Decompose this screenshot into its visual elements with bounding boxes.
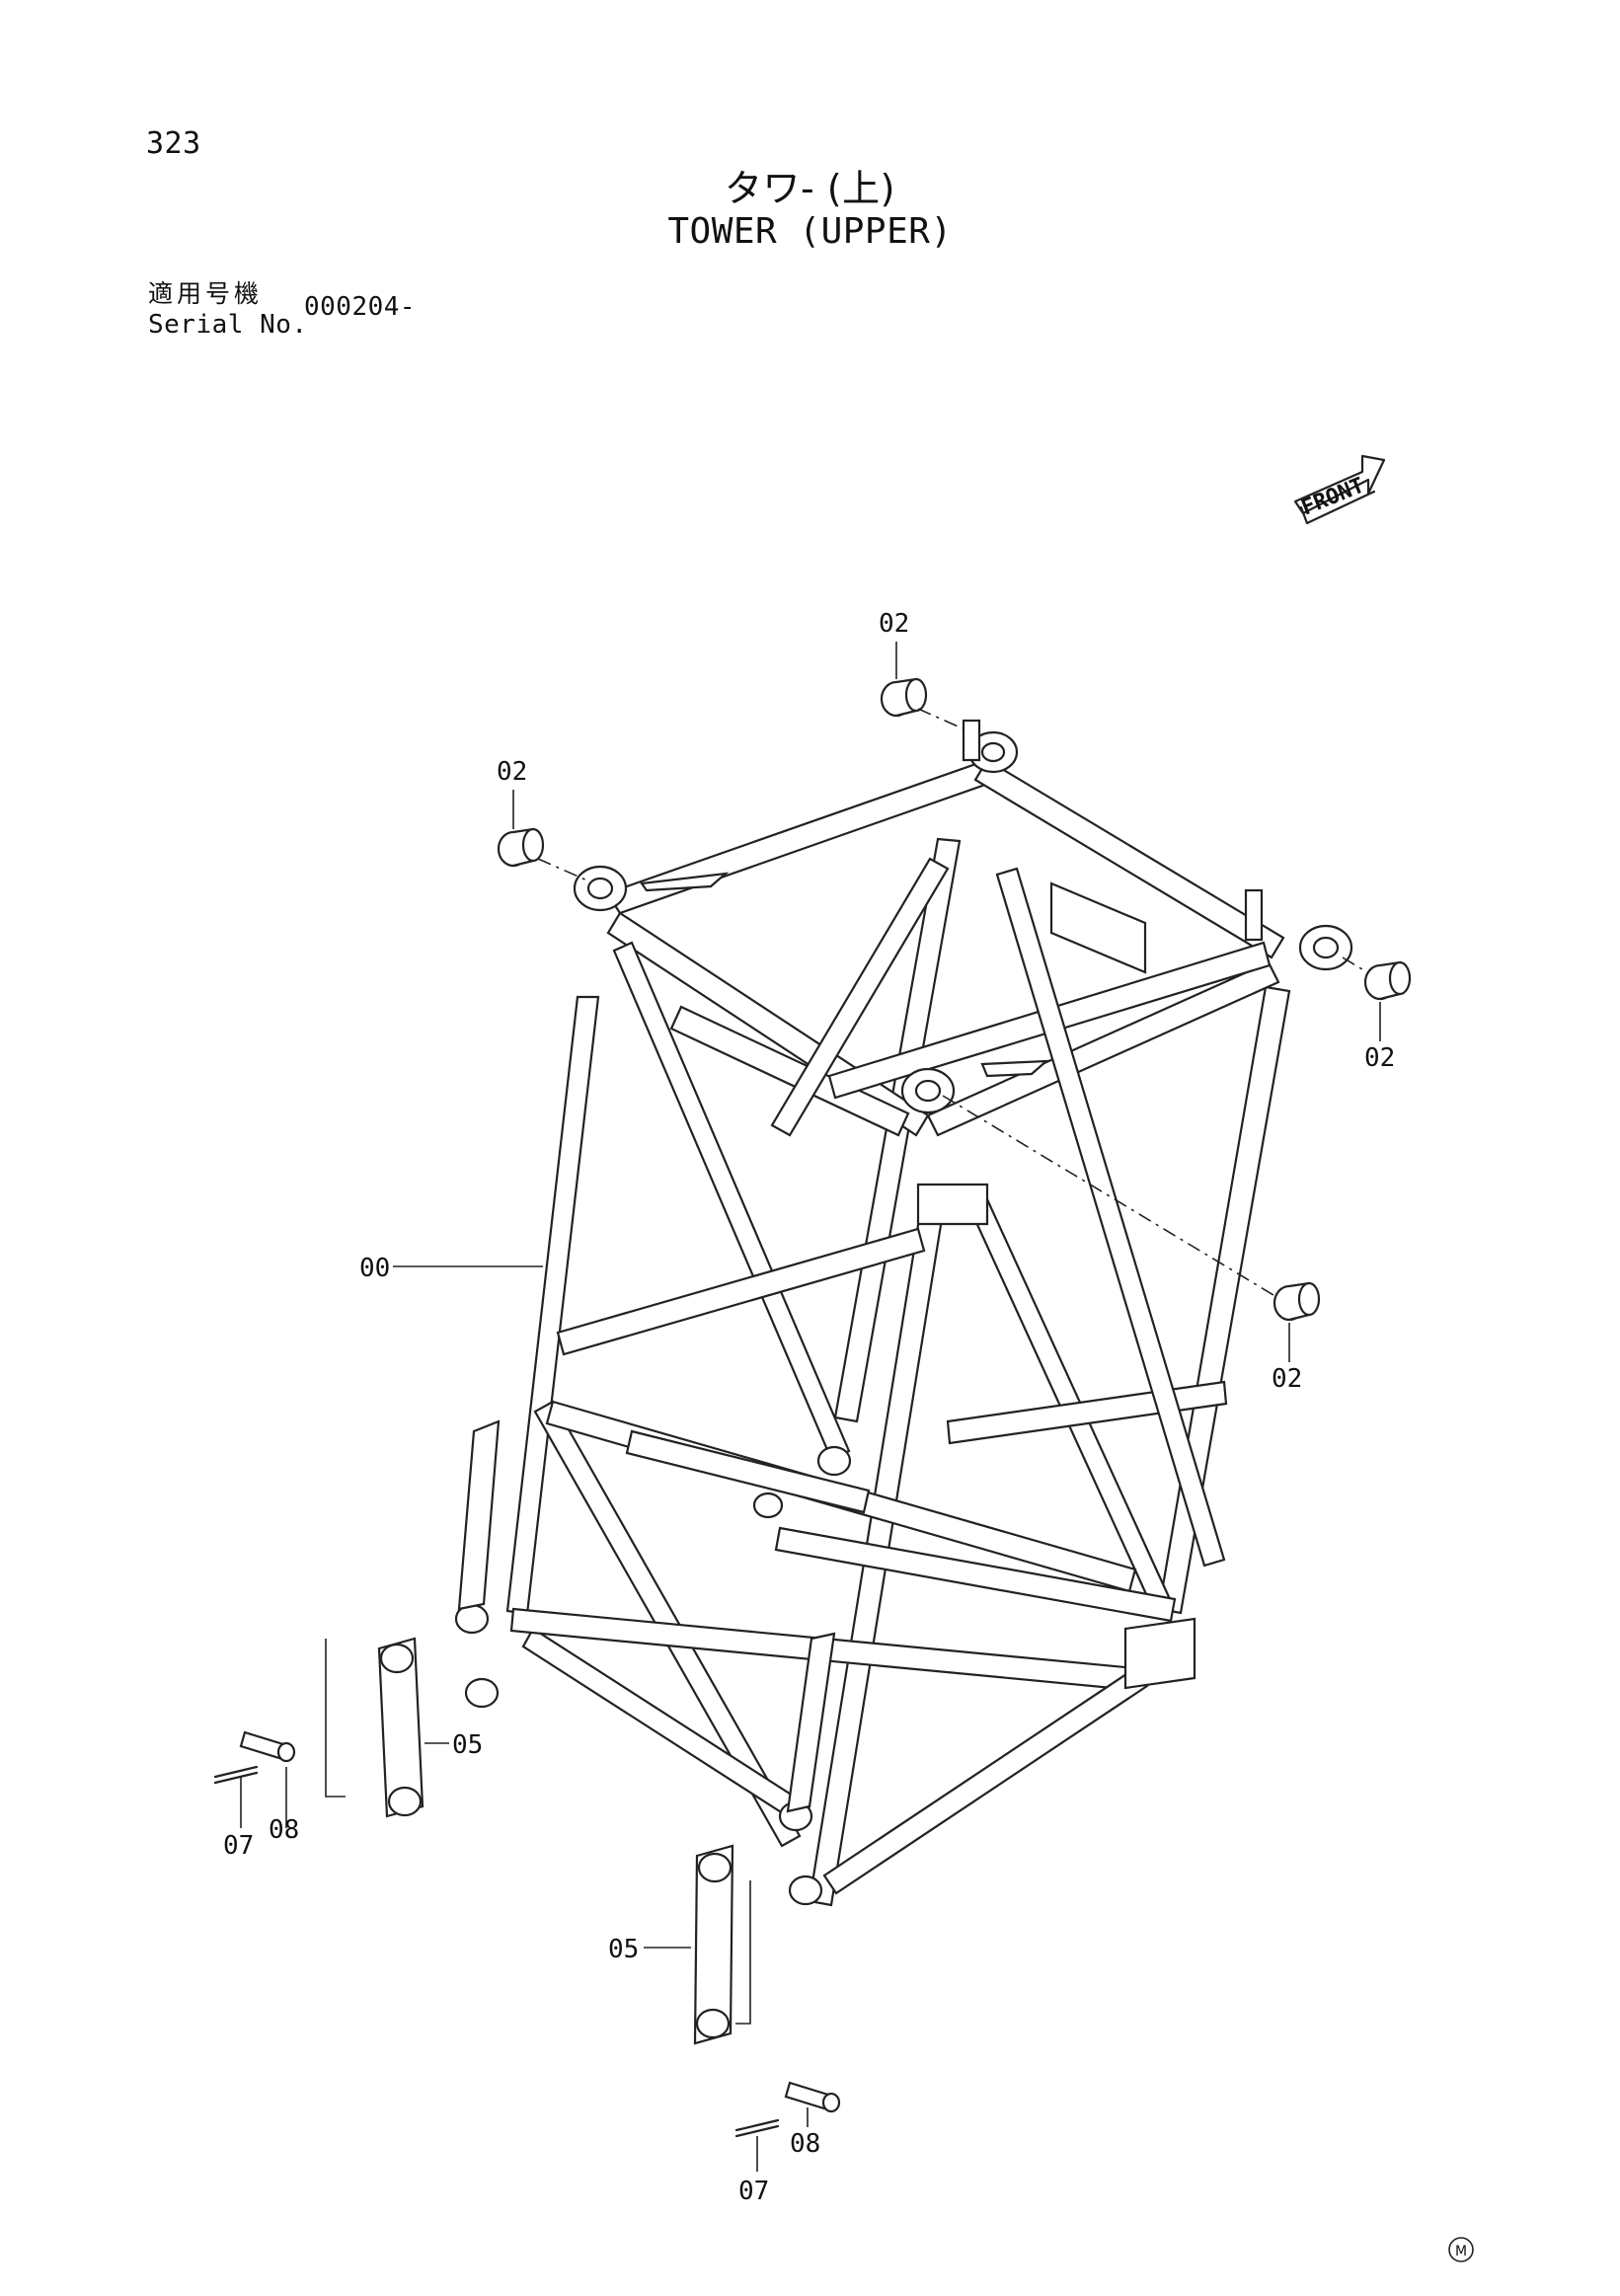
callout-05-left: 05 bbox=[452, 1730, 483, 1760]
pin-right bbox=[1363, 960, 1412, 1001]
leader-lines bbox=[240, 642, 1381, 2172]
pin-top bbox=[880, 677, 928, 718]
callout-00: 00 bbox=[359, 1254, 390, 1283]
m-mark-letter: M bbox=[1455, 2244, 1467, 2259]
front-direction-arrow-icon: FRONT bbox=[1293, 454, 1386, 525]
front-label: FRONT bbox=[1298, 474, 1368, 521]
serial-label: Serial No. bbox=[148, 310, 308, 340]
callout-02-top: 02 bbox=[879, 609, 909, 639]
link-left bbox=[377, 1637, 424, 1818]
pin-08-bottom bbox=[784, 2081, 841, 2113]
pin-mid bbox=[1273, 1281, 1321, 1322]
callout-02-mid: 02 bbox=[1272, 1364, 1302, 1394]
pin-left bbox=[497, 827, 545, 868]
callout-08-left: 08 bbox=[269, 1815, 299, 1845]
callout-02-left: 02 bbox=[497, 757, 527, 787]
serial-label-japanese: 適用号機 bbox=[148, 279, 264, 308]
callout-02-right: 02 bbox=[1364, 1043, 1395, 1073]
tower-frame bbox=[454, 719, 1353, 1907]
serial-number-value: 000204- bbox=[304, 292, 417, 322]
callout-07-left: 07 bbox=[223, 1831, 254, 1861]
pin-08-left bbox=[239, 1730, 296, 1763]
callout-07-bottom: 07 bbox=[738, 2177, 769, 2206]
cotter-pin-07-bottom bbox=[734, 2118, 780, 2138]
callout-05-bottom: 05 bbox=[608, 1935, 639, 1964]
page-number: 323 bbox=[146, 126, 201, 161]
pin-parts bbox=[497, 677, 1412, 1322]
page-title: TOWER (UPPER) bbox=[667, 211, 953, 252]
page-title-japanese: タワ- (上) bbox=[725, 167, 895, 210]
callout-08-bottom: 08 bbox=[790, 2129, 820, 2159]
m-mark-icon: M bbox=[1448, 2237, 1474, 2262]
link-bottom bbox=[693, 1844, 734, 2045]
cotter-pin-07-left bbox=[213, 1765, 259, 1785]
